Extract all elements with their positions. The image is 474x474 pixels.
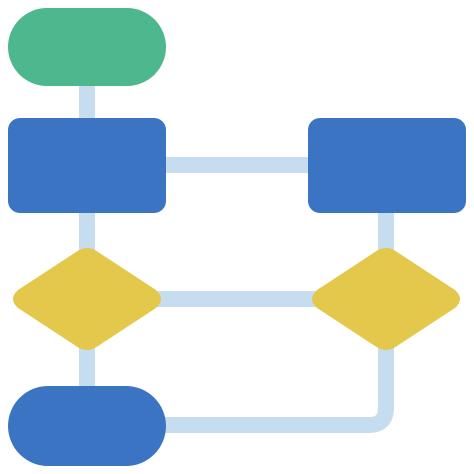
decision-right [312, 248, 460, 350]
process-left [8, 118, 166, 213]
connector-decision-right-to-end [155, 345, 394, 433]
process-right [308, 118, 466, 213]
end-terminal [8, 386, 166, 466]
decision-left [13, 248, 161, 350]
start-terminal [8, 8, 166, 86]
connectors [79, 70, 394, 433]
